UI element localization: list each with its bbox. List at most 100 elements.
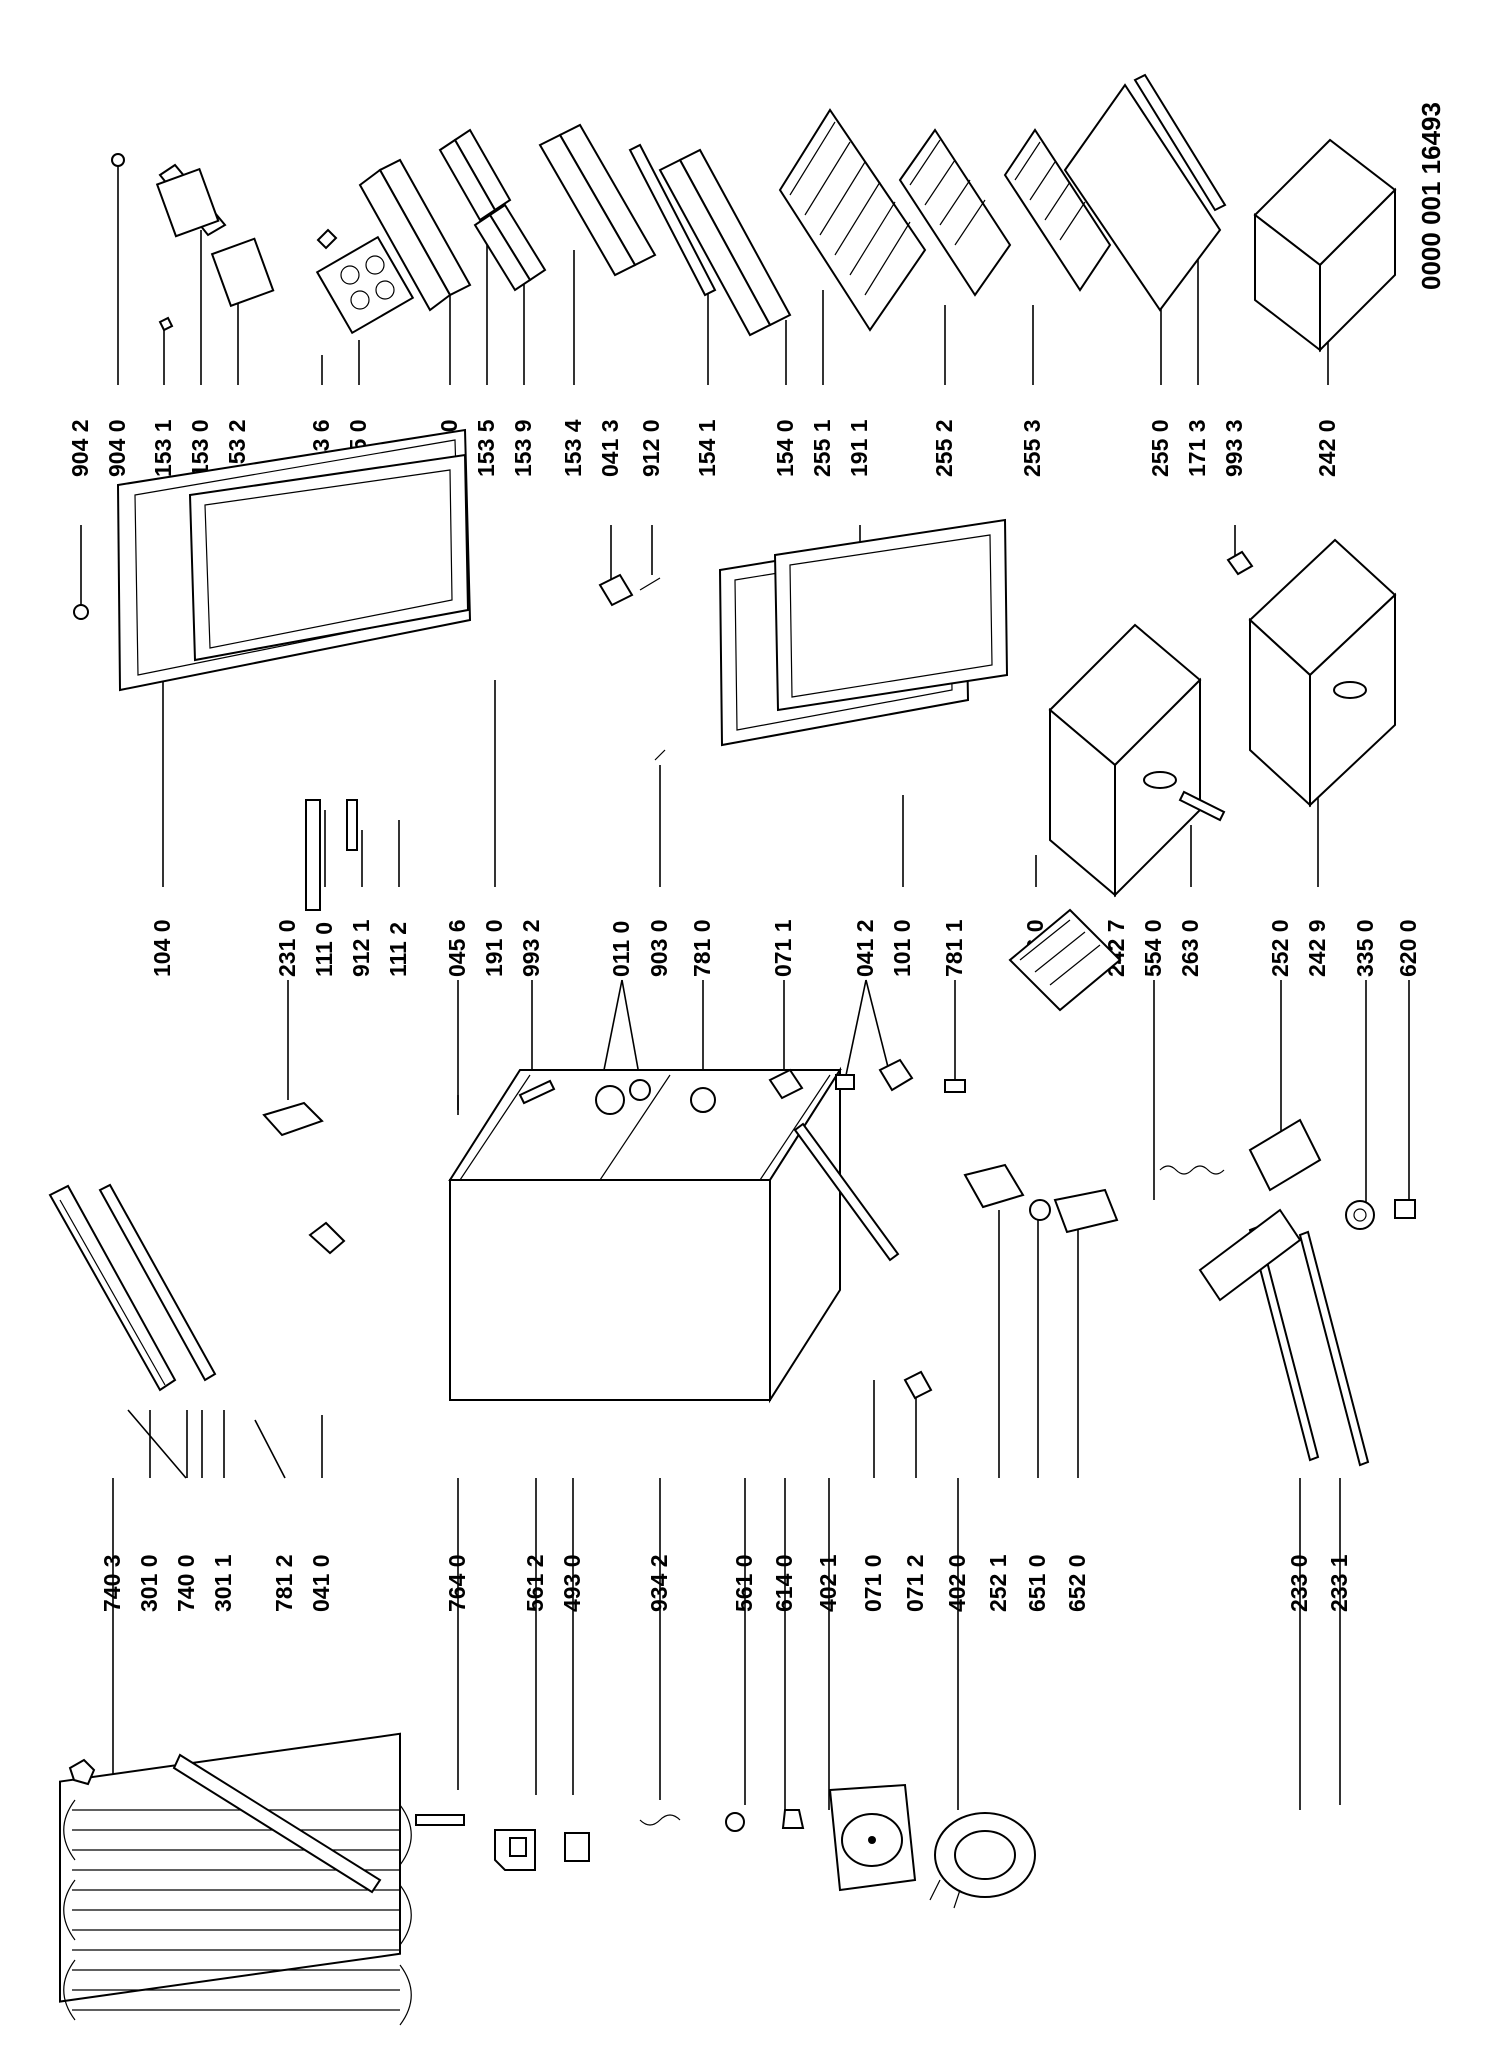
part-label: 781 2 <box>271 1554 297 1612</box>
part-label: 255 3 <box>1019 419 1045 477</box>
shelf-255-3 <box>1003 128 1112 292</box>
part-label: 041 3 <box>597 419 623 477</box>
clip-153-6 <box>316 228 338 250</box>
part-label: 045 6 <box>444 919 470 977</box>
screw-912-0 <box>639 577 661 591</box>
bracket-041-3 <box>598 573 634 607</box>
document-number: 0000 001 16493 <box>1416 102 1446 290</box>
part-label: 242 0 <box>1314 419 1340 477</box>
balcony-153-4 <box>538 123 657 277</box>
part-label: 191 1 <box>846 419 872 477</box>
part-label: 255 2 <box>931 419 957 477</box>
grille-301-0 <box>48 1184 177 1392</box>
part-label: 781 1 <box>941 919 967 977</box>
hinge-041-2 <box>835 1058 914 1092</box>
part-label: 153 4 <box>560 419 586 477</box>
relay-252-1 <box>963 1163 1025 1209</box>
ice-tray-156-0 <box>1008 908 1122 1012</box>
door-liner-191-0 <box>188 453 470 662</box>
thermostat-011-0 <box>595 1079 651 1115</box>
part-label: 191 0 <box>481 919 507 977</box>
part-label: 252 0 <box>1267 919 1293 977</box>
part-label: 301 1 <box>210 1554 236 1612</box>
drawer-242-7 <box>1048 623 1202 898</box>
compressor-plate-252-0 <box>1198 1118 1322 1302</box>
shelf-255-2 <box>898 128 1012 297</box>
part-label: 554 0 <box>1140 919 1166 977</box>
part-label: 071 1 <box>770 919 796 977</box>
part-label: 904 0 <box>104 419 130 477</box>
glass-shelf-255-0 <box>1063 83 1222 312</box>
part-label: 041 2 <box>852 919 878 977</box>
part-label: 652 0 <box>1064 1554 1090 1612</box>
clip-620-0 <box>1394 1199 1416 1219</box>
part-label: 903 0 <box>646 919 672 977</box>
part-label: 154 1 <box>694 419 720 477</box>
connector-651-0 <box>1029 1199 1051 1221</box>
clip-904-0 <box>111 153 125 167</box>
door-liner-191-1 <box>773 518 1009 712</box>
part-label: 153 1 <box>150 419 176 477</box>
part-label: 041 0 <box>308 1554 334 1612</box>
cover-263-0 <box>1178 790 1226 822</box>
handle-111-0 <box>305 799 321 911</box>
part-label: 242 9 <box>1304 919 1330 977</box>
cap-561-0 <box>725 1812 745 1832</box>
part-label: 233 1 <box>1326 1554 1352 1612</box>
part-label: 153 9 <box>510 419 536 477</box>
part-label: 111 2 <box>385 922 411 977</box>
bracket-561-2 <box>494 1829 536 1871</box>
strip-171-3 <box>1133 73 1227 212</box>
part-label: 493 0 <box>559 1554 585 1612</box>
part-label: 740 3 <box>99 1554 125 1612</box>
part-label: 071 0 <box>860 1554 886 1612</box>
strip-071-0 <box>793 1122 900 1262</box>
label-column-1: 740 3 301 0 740 0 301 1 781 2 041 0 764 … <box>99 1554 1352 1612</box>
ring-335-0 <box>1345 1200 1375 1230</box>
pcb-652-0 <box>1053 1188 1119 1234</box>
grille-301-1 <box>98 1183 217 1382</box>
label-column-2: 104 0 231 0 111 0 912 1 111 2 045 6 191 … <box>149 919 1421 977</box>
handle-111-2 <box>346 799 358 851</box>
clip-153-1 <box>158 316 174 332</box>
part-label: 904 2 <box>67 419 93 477</box>
small-clip-740-3 <box>68 1758 96 1786</box>
cabinet-body <box>448 1066 842 1404</box>
front-strip-781-2 <box>172 1753 382 1894</box>
part-label: 912 1 <box>348 919 374 977</box>
part-label: 402 1 <box>815 1554 841 1612</box>
wire-934-2 <box>639 1814 681 1826</box>
block-493-0 <box>564 1832 590 1862</box>
part-label: 781 0 <box>689 919 715 977</box>
spring-554-0 <box>1159 1165 1225 1175</box>
balcony-154-0 <box>658 148 792 337</box>
compressor-base-402-1 <box>828 1783 917 1892</box>
balcony-153-9 <box>473 203 547 292</box>
part-label: 255 1 <box>809 419 835 477</box>
balcony-152-0 <box>358 158 472 312</box>
part-label: 011 0 <box>608 921 634 977</box>
part-label: 153 0 <box>187 419 213 477</box>
screw-993-2 <box>518 1079 556 1105</box>
part-label: 335 0 <box>1352 919 1378 977</box>
tube-764-0 <box>415 1814 465 1826</box>
plug-614-0 <box>781 1809 805 1829</box>
part-label: 651 0 <box>1024 1554 1050 1612</box>
drawer-242-9 <box>1248 538 1397 808</box>
part-label: 740 0 <box>173 1554 199 1612</box>
part-label: 171 3 <box>1184 419 1210 477</box>
compressor-402-0 <box>929 1812 1036 1909</box>
part-label: 561 2 <box>522 1554 548 1612</box>
part-label: 252 1 <box>985 1554 1011 1612</box>
hinge-231-0 <box>262 1101 324 1137</box>
screw-904-2 <box>73 604 89 620</box>
screw-903-0 <box>654 749 666 761</box>
bin-153-0 <box>155 163 227 238</box>
part-label: 111 0 <box>311 922 337 977</box>
bracket-071-1 <box>768 1068 804 1100</box>
part-label: 912 0 <box>638 419 664 477</box>
part-label: 255 0 <box>1147 419 1173 477</box>
condenser-coil <box>59 1732 412 2026</box>
part-label: 153 5 <box>473 419 499 477</box>
part-label: 993 2 <box>518 919 544 977</box>
